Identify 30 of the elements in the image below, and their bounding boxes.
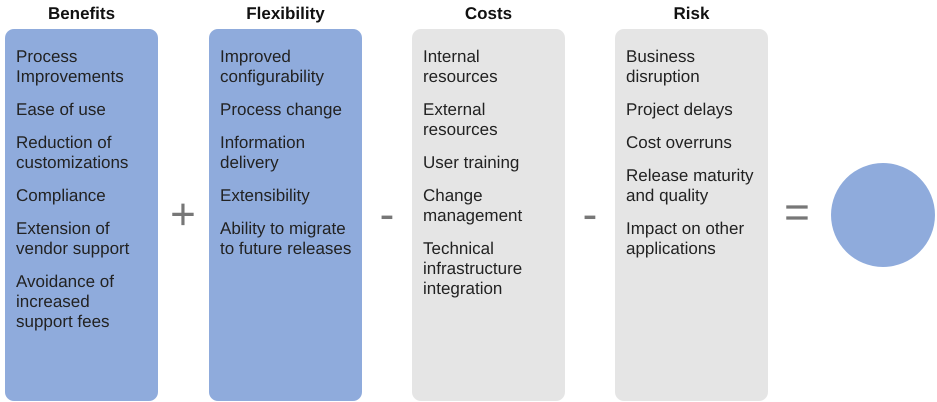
list-item: Avoidance of increased support fees — [16, 272, 115, 332]
list-item: External resources — [423, 100, 499, 140]
list-item: Extensibility — [220, 186, 310, 206]
column-heading: Costs — [464, 4, 514, 24]
list-item: Change management — [423, 186, 524, 226]
list-item: Project delays — [626, 100, 733, 120]
operator-sign: - — [380, 193, 394, 237]
operator-sign: + — [170, 193, 196, 237]
list-item: Business disruption — [626, 47, 701, 87]
operator-sign: - — [582, 193, 598, 237]
list-item: Cost overruns — [626, 133, 732, 153]
list-item: Improved configurability — [220, 47, 325, 87]
circle-node — [830, 162, 936, 268]
list-item: User training — [423, 153, 520, 173]
column-heading: Benefits — [46, 4, 116, 24]
list-item: Technical infrastructure integration — [423, 239, 524, 299]
column-heading: Flexibility — [245, 4, 326, 24]
column-heading: Risk — [672, 4, 710, 24]
list-item: Process Improvements — [16, 47, 125, 87]
operator-sign: = — [784, 191, 810, 235]
list-item: Information delivery — [220, 133, 306, 173]
list-item: Reduction of customizations — [16, 133, 130, 173]
list-item: Release maturity and quality — [626, 166, 755, 206]
list-item: Compliance — [16, 186, 106, 206]
list-item: Process change — [220, 100, 342, 120]
list-item: Ability to migrate to future releases — [220, 219, 352, 259]
list-item: Internal resources — [423, 47, 499, 87]
list-item: Impact on other applications — [626, 219, 746, 259]
list-item: Extension of vendor support — [16, 219, 130, 259]
list-item: Ease of use — [16, 100, 106, 120]
